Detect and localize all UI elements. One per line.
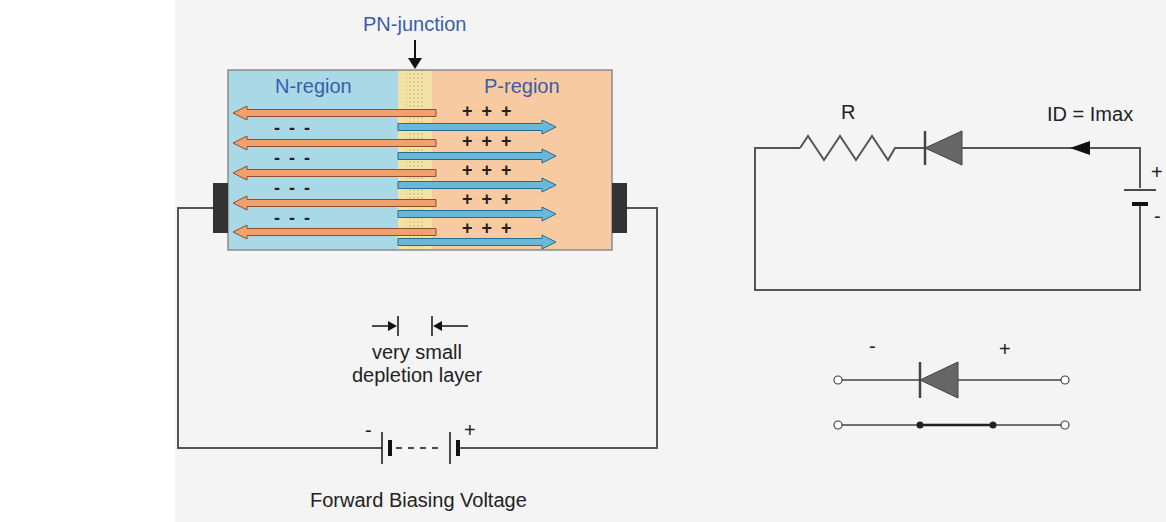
p-region: P-region — [432, 70, 612, 250]
battery-plate — [381, 432, 383, 464]
closed-switch — [842, 424, 1061, 426]
carrier-arrow — [233, 196, 436, 210]
battery-plate — [449, 432, 451, 464]
dim-tick — [431, 316, 433, 336]
semiconductor-outline — [228, 70, 612, 250]
caption-label: Forward Biasing Voltage — [310, 489, 527, 512]
dim-arrow — [442, 325, 468, 327]
charge-signs: - - - — [274, 178, 312, 199]
wire — [962, 148, 1140, 188]
terminal — [834, 421, 842, 429]
diode-cathode — [924, 131, 927, 165]
polarity-sign: + — [1151, 161, 1163, 184]
n-region: N-region — [228, 70, 398, 250]
battery-dashes — [396, 447, 444, 449]
switch-contact — [917, 422, 924, 429]
dim-arrow-head — [388, 321, 397, 331]
switch-contact — [990, 422, 997, 429]
current-label: ID = Imax — [1047, 103, 1133, 126]
wire — [458, 208, 657, 448]
dim-arrow — [372, 325, 390, 327]
carrier-arrow — [233, 225, 436, 239]
terminal — [1061, 421, 1069, 429]
battery-plate — [1124, 189, 1156, 191]
n-region-fill — [228, 70, 398, 250]
carrier-arrow — [233, 106, 436, 120]
charge-signs: - - - — [274, 148, 312, 169]
charge-signs: + + + — [462, 189, 514, 210]
region-label: N-region — [275, 75, 352, 98]
charge-signs: - - - — [274, 118, 312, 139]
charge-signs: + + + — [462, 160, 514, 181]
polarity-sign: + — [464, 419, 476, 442]
dim-tick — [397, 316, 399, 336]
charge-signs: + + + — [462, 218, 514, 239]
diode-cathode — [919, 362, 922, 398]
carrier-arrow — [233, 136, 436, 150]
lead — [842, 379, 920, 381]
carrier-arrows — [233, 106, 556, 249]
switch-blade — [920, 424, 993, 427]
charge-signs: - - - — [274, 208, 312, 229]
polarity-sign: - — [1154, 205, 1161, 228]
lead — [958, 379, 1061, 381]
right-contact — [612, 183, 627, 233]
pointer-head — [408, 58, 422, 69]
component-label: R — [841, 101, 855, 124]
terminal — [1061, 376, 1069, 384]
background-panel — [175, 0, 1166, 522]
resistor-symbol — [800, 136, 925, 160]
dim-arrow-head — [433, 321, 442, 331]
charge-signs: + + + — [462, 101, 514, 122]
wire — [178, 208, 382, 448]
diode-symbol — [925, 131, 962, 165]
dimension-label: very small depletion layer — [337, 341, 497, 387]
diode-symbol — [920, 362, 958, 398]
pointer-line — [414, 40, 416, 60]
wire — [755, 148, 1140, 290]
terminal — [834, 376, 842, 384]
left-contact — [213, 183, 228, 233]
polarity-sign: + — [999, 338, 1011, 361]
current-arrow — [1070, 141, 1090, 155]
battery-plate — [456, 440, 460, 456]
battery-plate — [1132, 202, 1148, 206]
battery-plate — [388, 440, 392, 456]
region-label: P-region — [484, 75, 560, 98]
polarity-sign: - — [869, 335, 876, 358]
carrier-arrow — [233, 166, 436, 180]
junction-label: PN-junction — [363, 13, 466, 36]
charge-signs: + + + — [462, 131, 514, 152]
polarity-sign: - — [365, 419, 372, 442]
